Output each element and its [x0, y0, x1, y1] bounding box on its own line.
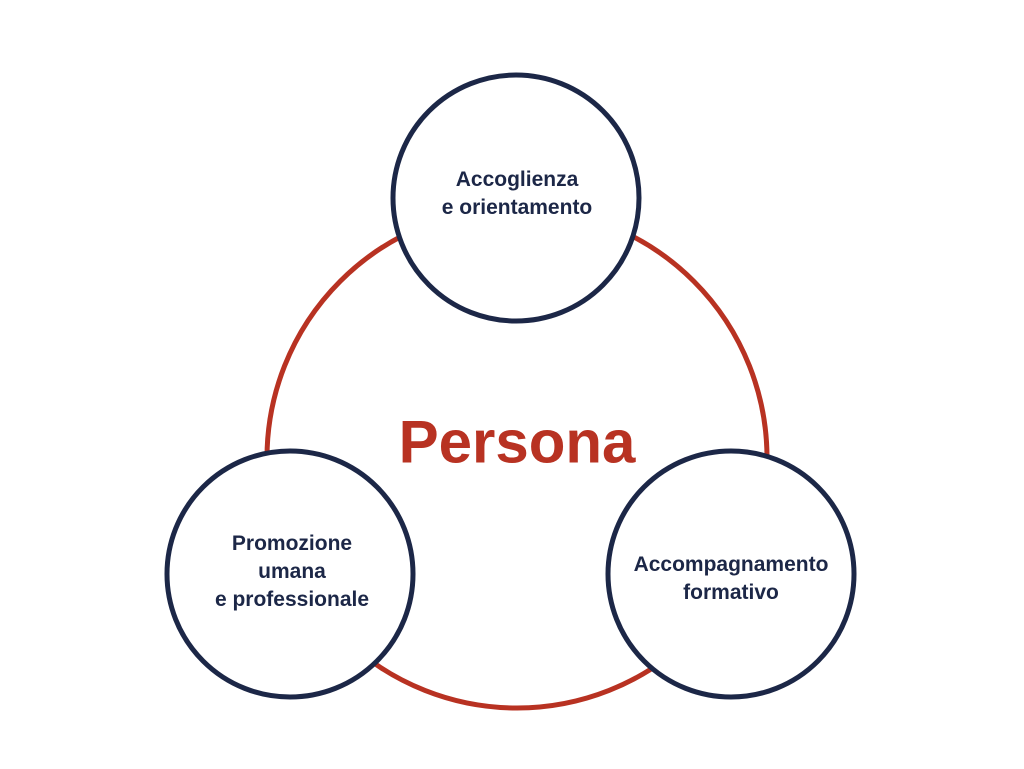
node-label-line: e professionale: [214, 588, 370, 611]
node-label-promozione: Promozione umana e professionale: [215, 530, 369, 614]
node-label-line: Accompagnamento: [633, 553, 829, 576]
node-label-line: formativo: [683, 581, 779, 604]
node-label-accoglienza: Accoglienza e orientamento: [442, 166, 593, 222]
node-circle-right: [605, 448, 857, 700]
node-label-line: e orientamento: [441, 196, 593, 219]
node-label-line: Promozione: [231, 532, 353, 555]
node-label-line: Accoglienza: [455, 168, 579, 191]
node-circle-left: [164, 448, 416, 700]
node-label-line: umana: [258, 560, 326, 583]
node-circle-top: [390, 72, 642, 324]
node-label-accompagnamento: Accompagnamento formativo: [634, 551, 829, 607]
center-label: Persona: [398, 408, 636, 476]
